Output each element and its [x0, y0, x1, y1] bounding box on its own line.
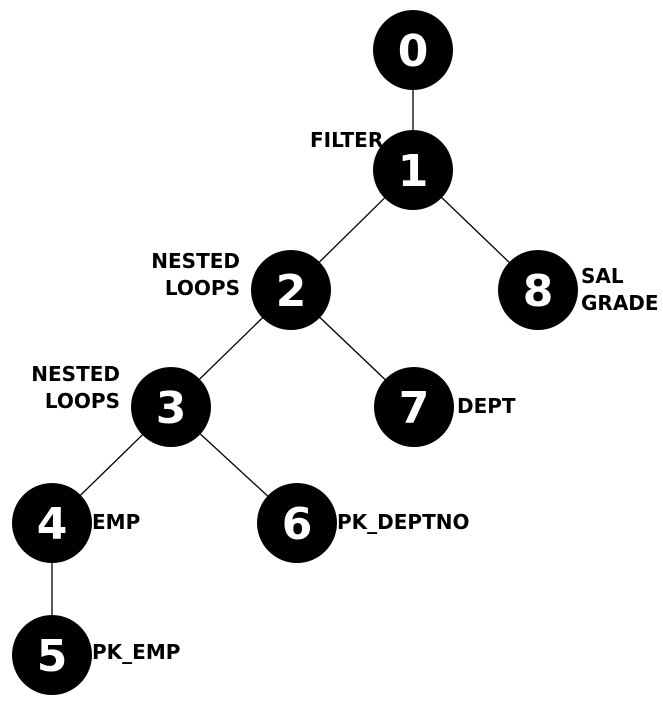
node-circle-7	[374, 367, 454, 447]
node-label-5-line-0: PK_EMP	[92, 640, 180, 664]
node-circle-3	[131, 367, 211, 447]
node-7: 7	[374, 367, 454, 447]
node-circle-0	[373, 10, 453, 90]
node-label-6-line-0: PK_DEPTNO	[337, 510, 469, 534]
node-number-2: 2	[276, 266, 307, 317]
node-circle-2	[251, 250, 331, 330]
node-1: 1	[373, 130, 453, 210]
node-8: 8	[498, 250, 578, 330]
node-label-8-line-1: GRADE	[581, 291, 659, 315]
tree-labels: FILTER NESTED LOOPS NESTED LOOPS EMP PK_EMP PK_…	[31, 128, 658, 664]
node-number-1: 1	[398, 146, 429, 197]
node-label-1: FILTER	[310, 128, 383, 152]
node-number-5: 5	[37, 631, 68, 682]
node-label-3: NESTED LOOPS	[31, 362, 120, 413]
node-label-6: PK_DEPTNO	[337, 510, 469, 534]
node-circle-6	[257, 483, 337, 563]
tree-edges	[51, 50, 539, 655]
node-6: 6	[257, 483, 337, 563]
node-label-8: SAL GRADE	[581, 264, 659, 315]
node-circle-8	[498, 250, 578, 330]
node-label-2-line-0: NESTED	[151, 249, 240, 273]
node-3: 3	[131, 367, 211, 447]
node-number-0: 0	[398, 26, 429, 77]
node-circle-4	[12, 483, 92, 563]
node-number-4: 4	[37, 499, 68, 550]
node-number-6: 6	[282, 499, 313, 550]
node-label-3-line-1: LOOPS	[45, 389, 120, 413]
node-label-4-line-0: EMP	[92, 510, 140, 534]
node-number-3: 3	[156, 383, 187, 434]
node-label-8-line-0: SAL	[581, 264, 624, 288]
node-number-8: 8	[523, 266, 554, 317]
node-label-2: NESTED LOOPS	[151, 249, 240, 300]
node-5: 5	[12, 615, 92, 695]
node-label-1-line-0: FILTER	[310, 128, 383, 152]
node-label-5: PK_EMP	[92, 640, 180, 664]
node-label-3-line-0: NESTED	[31, 362, 120, 386]
node-label-4: EMP	[92, 510, 140, 534]
tree-nodes: 0 1 2 3 4 5 6 7 8	[12, 10, 578, 695]
node-label-7: DEPT	[457, 394, 516, 418]
node-circle-5	[12, 615, 92, 695]
node-label-7-line-0: DEPT	[457, 394, 516, 418]
node-circle-1	[373, 130, 453, 210]
node-label-2-line-1: LOOPS	[165, 276, 240, 300]
node-number-7: 7	[399, 383, 430, 434]
node-0: 0	[373, 10, 453, 90]
node-2: 2	[251, 250, 331, 330]
node-4: 4	[12, 483, 92, 563]
